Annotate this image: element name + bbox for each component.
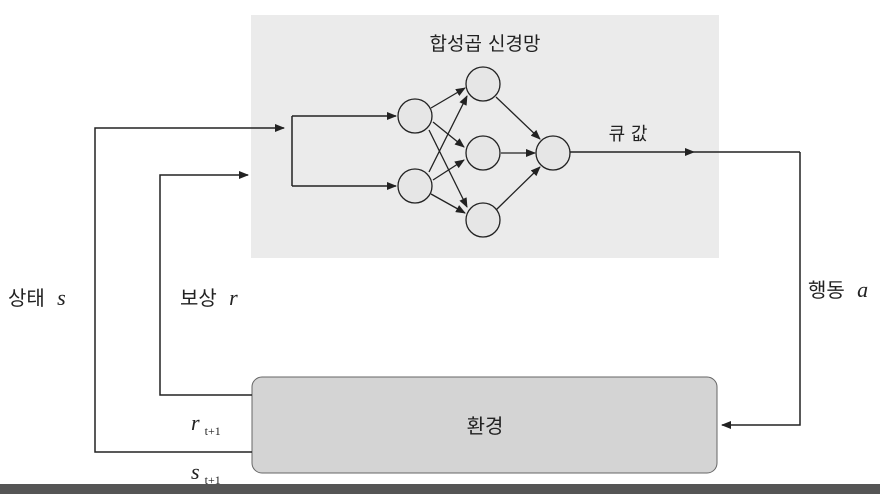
action-label: 행동 a: [808, 277, 868, 302]
state-label: 상태 s: [8, 285, 66, 310]
state-word: 상태: [8, 286, 45, 310]
neuron-hidden-2: [465, 135, 501, 171]
reward-next-label: r t+1: [191, 410, 221, 438]
reward-label: 보상 r: [180, 285, 238, 310]
state-next-sub: t+1: [205, 473, 221, 487]
cnn-title: 합성곱 신경망: [430, 33, 541, 55]
action-line: [721, 152, 801, 429]
reward-feedback-line: [159, 171, 252, 396]
neuron-input-1: [397, 98, 433, 134]
connections-l1-l2: [428, 87, 468, 214]
state-next-label: s t+1: [191, 459, 221, 487]
state-var: s: [57, 285, 66, 310]
environment-label: 환경: [467, 414, 504, 438]
reward-next-sub: t+1: [205, 424, 221, 438]
neuron-output: [535, 135, 571, 171]
reward-var: r: [229, 285, 238, 310]
connections-l2-out: [495, 96, 541, 211]
action-var: a: [857, 277, 868, 302]
bottom-bar: [0, 484, 880, 494]
neuron-hidden-1: [465, 66, 501, 102]
reward-word: 보상: [180, 286, 217, 310]
q-value-label: 큐 값: [609, 124, 648, 145]
reward-next-var: r: [191, 410, 200, 435]
state-next-var: s: [191, 459, 200, 484]
action-word: 행동: [808, 278, 845, 302]
environment-box: [251, 376, 718, 474]
state-feedback-line: [94, 124, 285, 453]
neuron-input-2: [397, 168, 433, 204]
neuron-hidden-3: [465, 202, 501, 238]
